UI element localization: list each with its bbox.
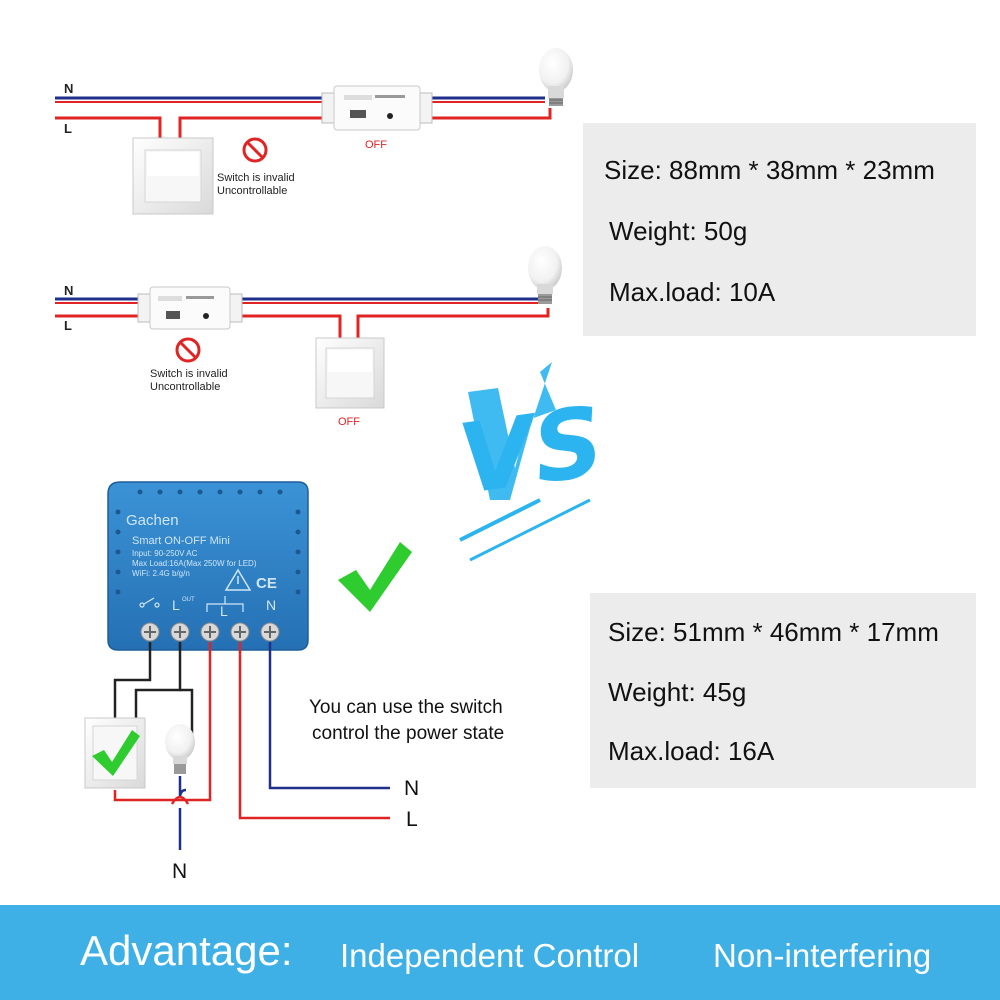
d1-relay-module (321, 85, 433, 131)
new-spec-panel: Size: 51mm * 46mm * 17mm Weight: 45g Max… (590, 593, 976, 788)
d2-live-wire (55, 308, 550, 340)
d2-neutral-wire (55, 297, 540, 304)
d3-bulb-icon (165, 724, 195, 774)
d2-invalid-text: Switch is invalid (150, 368, 228, 380)
green-check-icon (338, 542, 412, 612)
diagram-3-wiring (113, 642, 390, 850)
d3-n-bottom-label: N (172, 860, 187, 883)
ce-mark: CE (256, 575, 277, 592)
d2-uncontrollable-text: Uncontrollable (150, 381, 220, 393)
d1-bulb-icon (539, 48, 573, 106)
d2-bulb-icon (528, 246, 562, 304)
d3-caption-line1: You can use the switch (309, 697, 503, 718)
module-model: Smart ON-OFF Mini (132, 535, 230, 547)
terminal-l-out-label: L (172, 597, 180, 613)
d2-switch-state: OFF (338, 416, 360, 428)
d1-neutral-wire (55, 96, 545, 103)
d1-live-wire (55, 108, 552, 138)
vs-graphic: VS (452, 362, 610, 562)
d1-l-label: L (64, 121, 72, 136)
terminal-out-sub-label: OUT (182, 597, 195, 603)
diagram-2: N L (55, 246, 562, 428)
d1-n-label: N (64, 81, 73, 96)
d1-uncontrollable-text: Uncontrollable (217, 185, 287, 197)
diagram-1: N L OFF (55, 48, 573, 215)
terminal-n-label: N (266, 597, 276, 613)
banner-item-non-interfering: Non-interfering (713, 937, 932, 974)
terminal-screws (140, 622, 280, 642)
new-size: Size: 51mm * 46mm * 17mm (608, 617, 939, 647)
new-max-load: Max.load: 16A (608, 736, 775, 766)
module-wifi: WiFi: 2.4G b/g/n (132, 569, 190, 578)
module-max-load: Max Load:16A(Max 250W for LED) (132, 559, 257, 568)
module-input: Input: 90-250V AC (132, 549, 198, 558)
d3-l-label: L (406, 808, 418, 831)
d1-invalid-text: Switch is invalid (217, 172, 295, 184)
d1-relay-state: OFF (365, 139, 387, 151)
d1-wall-switch-icon (132, 137, 214, 215)
advantage-banner: Advantage: Independent Control Non-inter… (0, 905, 1000, 1000)
smart-module: Gachen Smart ON-OFF Mini Input: 90-250V … (107, 481, 309, 651)
d3-n-label: N (404, 777, 419, 800)
new-weight: Weight: 45g (608, 677, 747, 707)
module-brand: Gachen (126, 512, 179, 529)
old-size: Size: 88mm * 38mm * 23mm (604, 155, 935, 185)
d3-caption-line2: control the power state (312, 723, 504, 744)
old-max-load: Max.load: 10A (609, 277, 776, 307)
d2-n-label: N (64, 283, 73, 298)
old-weight: Weight: 50g (609, 216, 748, 246)
d2-wall-switch-icon (315, 337, 385, 409)
d2-l-label: L (64, 318, 72, 333)
d1-forbidden-icon (242, 137, 268, 163)
d2-forbidden-icon (175, 337, 201, 363)
banner-item-independent: Independent Control (340, 937, 640, 974)
d3-wall-switch-icon (84, 717, 146, 789)
switch-symbol-icon (139, 597, 160, 608)
vs-text: VS (452, 385, 610, 516)
old-spec-panel: Size: 88mm * 38mm * 23mm Weight: 50g Max… (583, 123, 976, 336)
warning-icon (224, 568, 252, 591)
d2-relay-module (137, 286, 243, 330)
banner-heading: Advantage: (80, 927, 293, 974)
terminal-l-label: L (220, 603, 228, 619)
module-vent-dots (115, 489, 301, 595)
